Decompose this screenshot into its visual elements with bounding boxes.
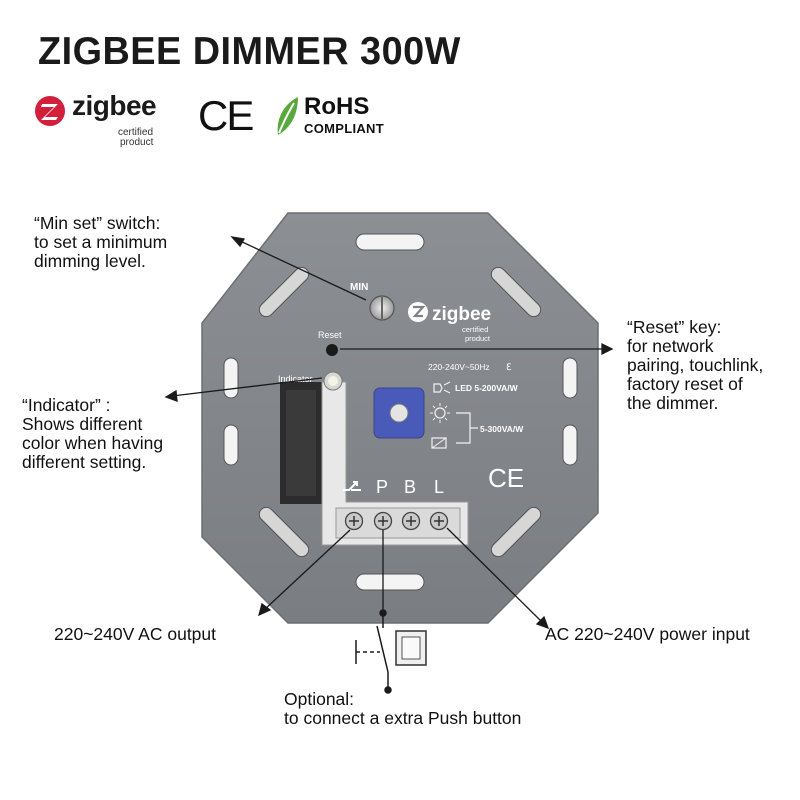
callout-power-input: AC 220~240V power input xyxy=(545,624,750,644)
callout-optional: Optional: to connect a extra Push button xyxy=(284,689,522,728)
terminal-screw-p xyxy=(373,511,393,531)
device-zigbee-text: zigbee xyxy=(432,304,491,325)
led-rating: LED 5-200VA/W xyxy=(455,383,519,393)
incandescent-bulb-icon xyxy=(430,403,450,423)
terminal-bracket xyxy=(321,381,469,546)
diag-slot-bottom-right xyxy=(490,506,542,558)
led-bulb-icon xyxy=(433,381,451,394)
terminal-label-p: P xyxy=(376,477,388,497)
diag-slot-top-left xyxy=(258,266,310,318)
push-button-wiring xyxy=(355,609,392,694)
voltage-rating: 220-240V~50Hz xyxy=(428,362,490,372)
zigbee-product-text: product xyxy=(120,137,154,148)
terminal-label-l: L xyxy=(434,477,444,497)
callout-min-set: “Min set” switch: to set a minimum dimmi… xyxy=(34,213,168,271)
callout-arrows xyxy=(164,236,614,630)
terminal-screw-b xyxy=(401,511,421,531)
top-mounting-slot xyxy=(355,233,425,251)
diag-slot-top-right xyxy=(490,266,542,318)
zigbee-logo-icon xyxy=(35,96,65,126)
indicator-label: Indicator xyxy=(278,374,313,384)
rating-symbol: ℇ xyxy=(506,362,512,372)
right-lower-slot xyxy=(562,424,578,466)
reset-label: Reset xyxy=(318,330,342,340)
terminal-label-b: B xyxy=(404,477,416,497)
load-bracket xyxy=(456,412,478,444)
rohs-compliant-text: COMPLIANT xyxy=(304,121,384,136)
callout-indicator: “Indicator” : Shows different color when… xyxy=(22,395,164,472)
transformer-icon xyxy=(431,437,447,449)
left-lower-slot xyxy=(223,424,239,466)
load-rating: 5-300VA/W xyxy=(480,424,524,434)
bottom-mounting-slot xyxy=(355,573,425,591)
device-zigbee-certified: certified xyxy=(462,325,488,334)
reset-button xyxy=(326,344,338,356)
rohs-text: RoHS xyxy=(304,93,370,120)
ce-mark-header: CE xyxy=(198,92,254,139)
zigbee-certified-text: certified xyxy=(118,127,154,138)
zigbee-certified-logo: zigbee certified product xyxy=(34,90,184,152)
callout-reset: “Reset” key: for network pairing, touchl… xyxy=(627,317,764,413)
callout-ac-output: 220~240V AC output xyxy=(54,624,217,644)
device-ce-mark: CE xyxy=(488,463,524,493)
terminal-block xyxy=(335,507,461,539)
leaf-icon xyxy=(277,97,298,135)
dimmer-output-symbol-icon xyxy=(343,481,361,491)
page-title: ZIGBEE DIMMER 300W xyxy=(38,30,461,73)
terminal-screw-output xyxy=(344,511,364,531)
terminal-screw-l xyxy=(429,511,449,531)
rohs-compliant-logo: RoHS COMPLIANT xyxy=(274,95,404,145)
zigbee-logo-text: zigbee xyxy=(72,90,157,121)
right-upper-slot xyxy=(562,357,578,399)
push-button-switch-icon xyxy=(395,630,427,666)
device-zigbee-product: product xyxy=(465,334,491,343)
min-label: MIN xyxy=(350,282,368,293)
left-upper-slot xyxy=(223,357,239,399)
diag-slot-bottom-left xyxy=(258,506,310,558)
